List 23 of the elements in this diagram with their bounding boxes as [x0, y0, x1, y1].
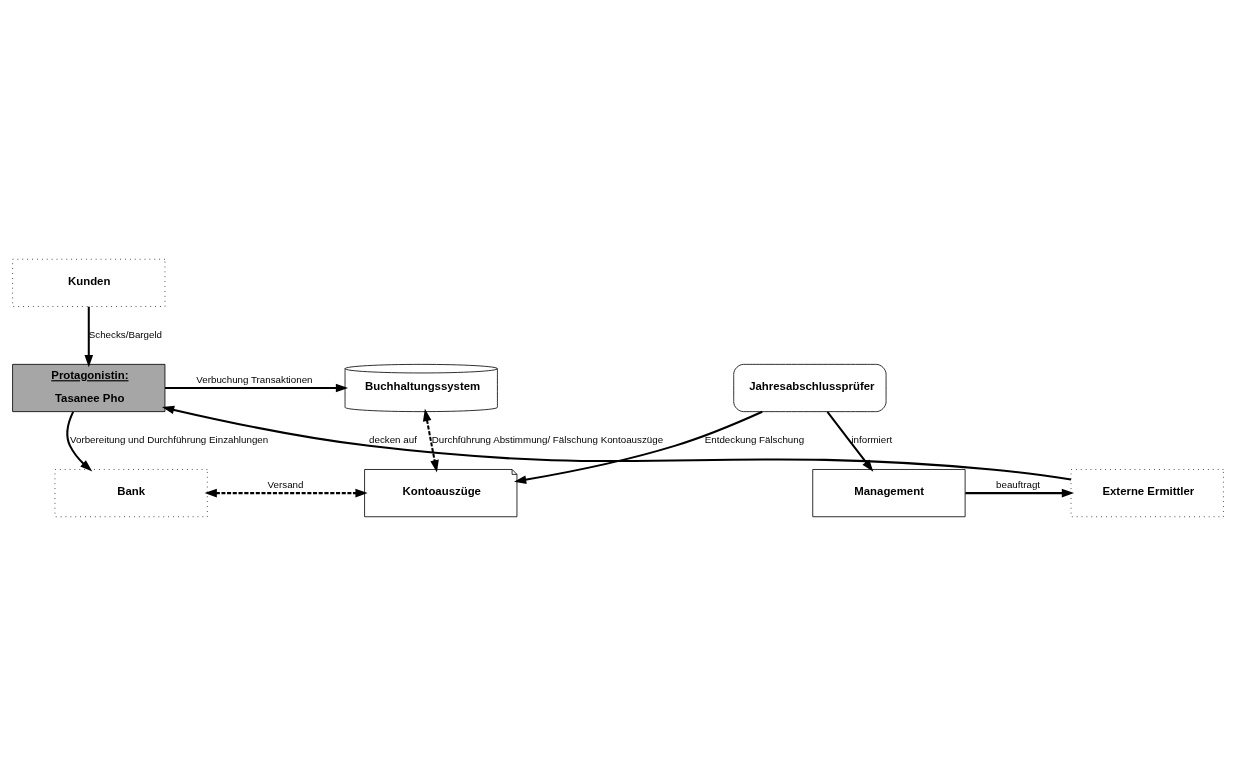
node-box: Management — [812, 469, 966, 518]
node-box: Protagonistin: Tasanee Pho — [12, 363, 166, 413]
arrow — [826, 411, 874, 472]
arrow — [84, 306, 94, 368]
arrow — [204, 488, 368, 498]
arrow — [422, 408, 439, 473]
arrow — [66, 411, 93, 472]
edge-label: Entdeckung Fälschung — [704, 434, 805, 446]
arrow — [965, 488, 1075, 498]
node-box: Jahresabschlussprüfer — [733, 363, 887, 413]
edge-label: Versand — [267, 478, 304, 490]
arrow — [514, 410, 763, 484]
edge-label: Vorbereitung und Durchführung Einzahlungen — [70, 434, 269, 446]
edge-label: decken auf — [369, 434, 417, 446]
arrow — [165, 383, 349, 393]
arrow — [161, 405, 1072, 481]
edge-label: Durchführung Abstimmung/ Fälschung Kontoauszüge — [431, 434, 664, 446]
edge-label: beauftragt — [996, 478, 1041, 490]
node-box: Bank — [54, 469, 208, 518]
node-box: Kunden — [12, 258, 166, 307]
edge-label: Verbuchung Transaktionen — [196, 373, 313, 385]
node-box: Externe Ermittler — [1070, 469, 1224, 518]
edge-label: informiert — [851, 434, 893, 446]
